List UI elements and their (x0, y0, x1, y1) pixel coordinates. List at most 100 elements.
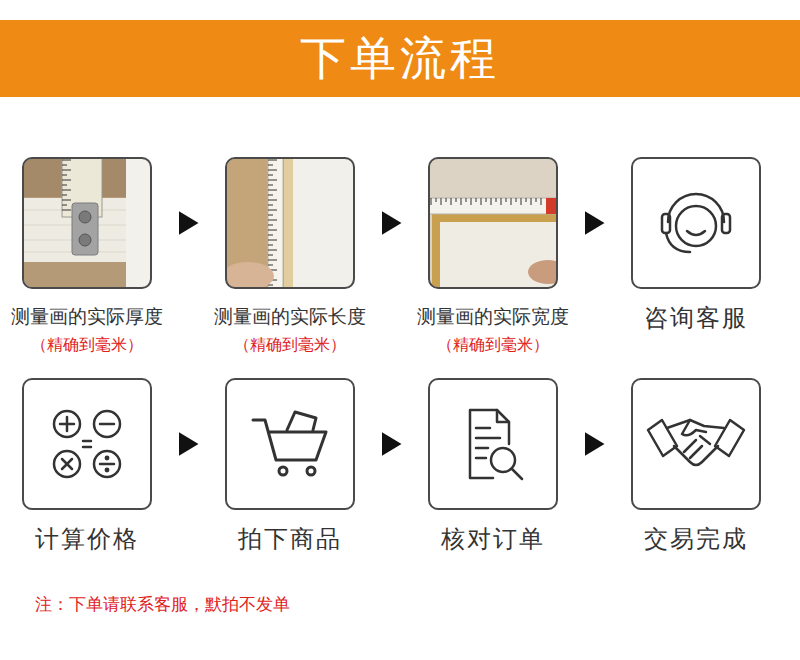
width-photo (430, 198, 556, 214)
step-note: （精确到毫米） (0, 335, 197, 355)
thickness-photo (24, 159, 150, 287)
length-photo (268, 255, 273, 256)
length-photo (268, 215, 273, 216)
headset-icon (666, 233, 690, 252)
length-photo (268, 245, 273, 246)
flow-arrow (152, 222, 225, 224)
width-photo (531, 198, 532, 205)
flow-arrow (558, 443, 631, 445)
length-photo (292, 159, 353, 287)
order-check-icon (476, 437, 500, 440)
step-box (631, 378, 761, 510)
handshake-icon (682, 420, 706, 435)
order-check-icon (512, 469, 522, 479)
length-photo (268, 160, 277, 161)
thickness-photo (62, 210, 71, 211)
width-photo (526, 198, 527, 202)
length-photo (284, 159, 293, 287)
width-photo (441, 198, 442, 205)
width-photo (516, 198, 517, 202)
calc-icon (54, 411, 120, 477)
order-check-icon (470, 410, 509, 478)
calc-icon (62, 459, 72, 469)
step-label: 计算价格 (0, 524, 197, 554)
order-check-icon (476, 427, 490, 430)
handshake-icon (690, 446, 702, 458)
thickness-photo (62, 170, 71, 171)
width-photo (461, 198, 462, 205)
width-photo (501, 198, 502, 205)
calc-icon (83, 440, 91, 443)
step-node: 交易完成 (586, 378, 800, 554)
step-node: 核对订单 (383, 378, 603, 554)
calc-icon (94, 411, 120, 437)
thickness-photo (79, 234, 91, 246)
width-photo (506, 198, 507, 202)
order-check-icon (470, 410, 522, 479)
step-label: 咨询客服 (586, 303, 800, 333)
calc-icon (62, 459, 72, 469)
length-photo (268, 260, 277, 261)
step-box (631, 157, 761, 289)
length-photo (268, 195, 273, 196)
thickness-photo (62, 200, 71, 201)
calc-icon (100, 423, 114, 426)
thickness-photo (62, 160, 71, 161)
flow-arrow (558, 222, 631, 224)
length-photo (268, 240, 277, 241)
handshake-icon (700, 436, 710, 444)
flow-arrow (355, 222, 428, 224)
headset-icon (662, 214, 670, 233)
step-box (428, 157, 558, 289)
flow-arrow (152, 443, 225, 445)
width-photo (471, 198, 472, 205)
cart-icon (287, 412, 316, 430)
width-photo (476, 198, 477, 202)
thickness-photo (62, 180, 71, 181)
width-photo (536, 198, 537, 202)
calc-icon (54, 451, 80, 477)
length-photo (268, 230, 277, 231)
headset-icon (662, 194, 730, 252)
step-label: 拍下商品 (180, 524, 400, 554)
step-box (428, 378, 558, 510)
length-photo (227, 262, 274, 287)
step-note: （精确到毫米） (383, 335, 603, 355)
headset-icon (687, 231, 705, 235)
length-photo (268, 175, 273, 176)
width-photo (541, 198, 542, 205)
cart-icon (253, 412, 326, 475)
step-node: 测量画的实际厚度（精确到毫米） (0, 157, 197, 355)
width-photo (496, 198, 497, 202)
length-photo (268, 205, 273, 206)
length-photo (268, 235, 273, 236)
step-box (22, 157, 152, 289)
length-photo (268, 185, 273, 186)
width-photo (528, 260, 556, 284)
length-photo (268, 265, 273, 266)
thickness-photo (62, 195, 67, 196)
length-photo (268, 180, 277, 181)
thickness-photo (62, 165, 67, 166)
thickness-photo (62, 185, 67, 186)
thickness-photo (62, 205, 67, 206)
step-note: （精确到毫米） (180, 335, 400, 355)
handshake-icon (667, 420, 724, 428)
length-photo (268, 250, 277, 251)
width-photo (456, 198, 457, 202)
step-box (22, 378, 152, 510)
thickness-photo (79, 211, 91, 223)
step-node: 计算价格 (0, 378, 197, 554)
step-box (225, 378, 355, 510)
headset-icon (722, 214, 730, 233)
width-photo (431, 198, 432, 205)
calc-icon (106, 469, 108, 471)
width-photo (446, 198, 447, 202)
step-label: 核对订单 (383, 524, 603, 554)
note-text: 注：下单请联系客服，默拍不发单 (35, 593, 290, 616)
step-box (225, 157, 355, 289)
width-photo (436, 198, 437, 202)
thickness-photo (62, 160, 71, 210)
